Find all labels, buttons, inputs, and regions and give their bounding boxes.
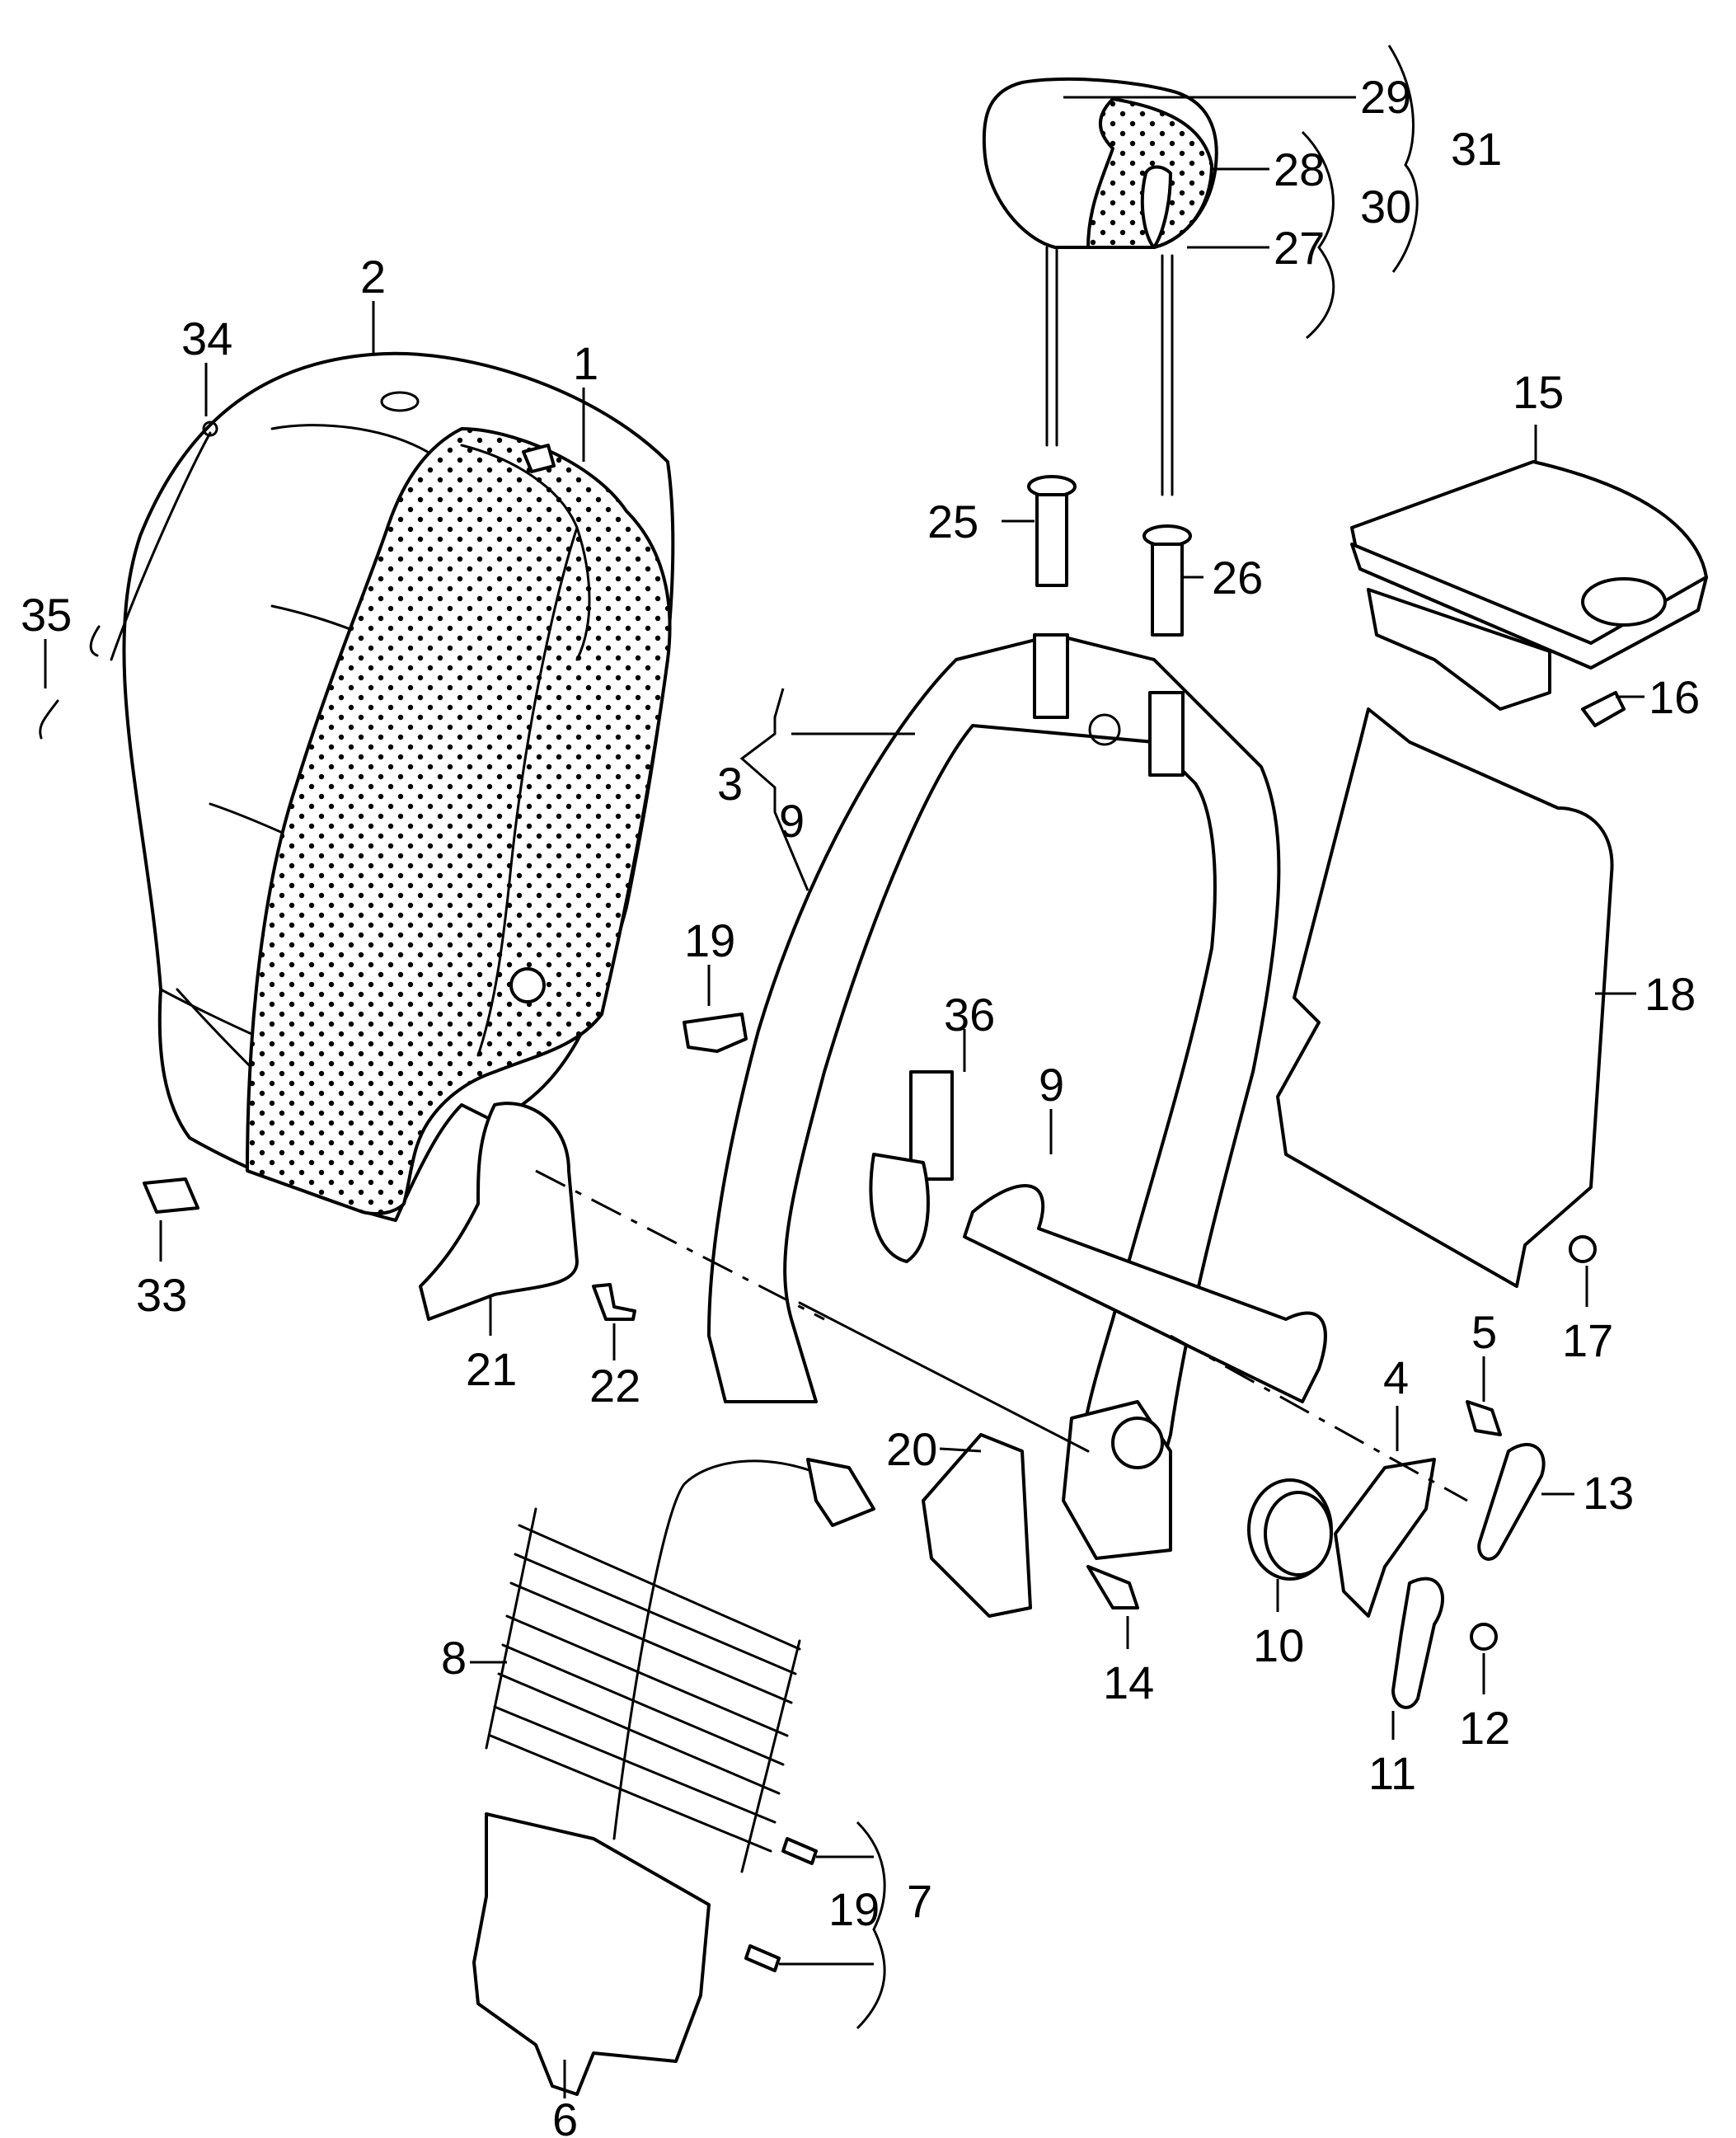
clip-19-upper [683, 1013, 748, 1053]
callout-25: 25 [927, 496, 978, 547]
callout-9a: 9 [779, 795, 805, 847]
axis-line-right [1170, 1334, 1468, 1502]
cable [612, 1459, 826, 1840]
headrest-guide-26 [1142, 524, 1192, 637]
spring-19-a [781, 1837, 818, 1865]
callout-29: 29 [1360, 71, 1411, 123]
callout-28: 28 [1274, 143, 1325, 195]
callout-14: 14 [1103, 1656, 1154, 1708]
callout-20: 20 [886, 1423, 937, 1475]
cover-20 [922, 1433, 1032, 1618]
cross-tube [798, 1301, 1090, 1453]
knob-10 [1247, 1478, 1333, 1581]
backrest-frame [707, 633, 1281, 1560]
callout-19a: 19 [684, 914, 735, 966]
callout-10: 10 [1253, 1619, 1304, 1671]
callout-8: 8 [441, 1632, 467, 1684]
backrest-padding [246, 427, 672, 1215]
callout-2: 2 [360, 251, 386, 303]
lumbar-support-9 [963, 1183, 1327, 1403]
callout-3: 3 [717, 758, 743, 810]
cap-33 [143, 1177, 199, 1214]
callout-7: 7 [907, 1875, 932, 1927]
callout-4: 4 [1383, 1351, 1409, 1403]
callout-16: 16 [1649, 671, 1700, 723]
callout-1: 1 [573, 337, 598, 389]
screw-16 [1581, 691, 1626, 727]
callout-13: 13 [1583, 1467, 1634, 1519]
callout-34: 34 [181, 312, 232, 364]
motor-36 [869, 1070, 954, 1263]
callout-15: 15 [1513, 366, 1564, 418]
callout-26: 26 [1212, 552, 1263, 604]
callout-6: 6 [552, 2093, 578, 2138]
rear-panel-18 [1276, 707, 1614, 1288]
headrest [982, 77, 1218, 496]
callout-31: 31 [1451, 123, 1502, 175]
wire-mat-8 [485, 1507, 801, 1873]
lumbar-plate-6 [472, 1812, 711, 2096]
bracket-4 [1334, 1458, 1436, 1618]
spring-19-b [744, 1944, 781, 1972]
callout-17: 17 [1562, 1314, 1613, 1366]
axis-line-left [535, 1169, 825, 1321]
callout-18: 18 [1645, 968, 1696, 1020]
leader-lines [44, 45, 1645, 2098]
handle-11 [1391, 1576, 1444, 1709]
callout-22: 22 [589, 1360, 640, 1412]
headrest-guide-25 [1027, 475, 1077, 587]
bracket-21 [419, 1102, 579, 1321]
callout-5: 5 [1471, 1306, 1497, 1358]
callout-33: 33 [136, 1269, 187, 1321]
lever-13 [1477, 1442, 1546, 1561]
callout-35: 35 [21, 589, 72, 641]
callout-30: 30 [1360, 181, 1411, 233]
callout-36: 36 [944, 989, 995, 1041]
callout-19b: 19 [828, 1883, 880, 1935]
callout-27: 27 [1274, 222, 1325, 274]
callout-12: 12 [1459, 1702, 1510, 1754]
clip-17 [1569, 1235, 1597, 1263]
wire-clip-35 [39, 625, 101, 740]
wire-clip-34 [110, 431, 212, 661]
screw-14 [1086, 1565, 1139, 1609]
cable-connector [806, 1458, 875, 1527]
callout-21: 21 [466, 1343, 517, 1395]
screw-5 [1466, 1400, 1502, 1436]
cap-12 [1470, 1623, 1498, 1651]
callout-labels: 1 2 3 4 5 6 7 8 9 9 10 11 12 13 14 15 16… [21, 71, 1700, 2138]
callout-11: 11 [1368, 1747, 1416, 1799]
callout-9b: 9 [1039, 1059, 1064, 1111]
armrest-cover-15 [1350, 460, 1708, 711]
screw-22 [592, 1283, 636, 1321]
